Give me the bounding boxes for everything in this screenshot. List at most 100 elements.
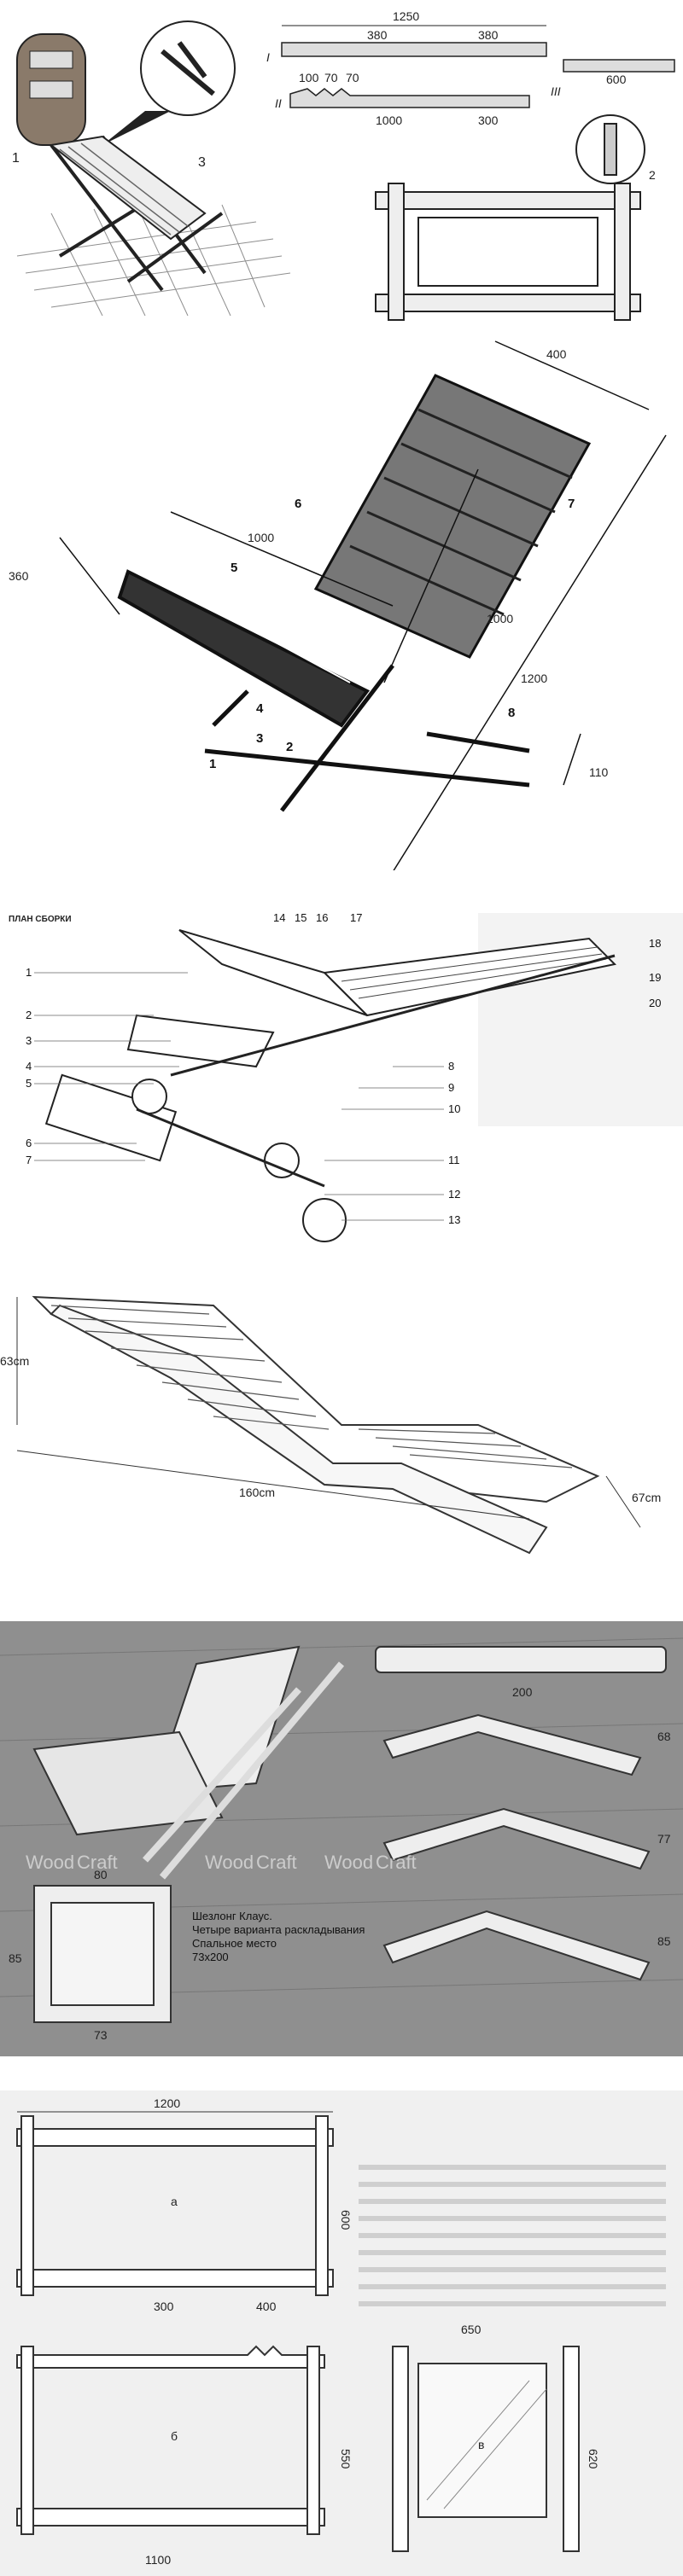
callout-number: 17 (350, 911, 362, 924)
figure-frame-drawings: 1200 600 а 300 400 б 550 1100 650 620 в (0, 2090, 683, 2576)
part-number: 7 (568, 497, 575, 511)
figure-lounger-sketch: 400 360 1000 1000 1200 110 1 2 3 4 5 6 7… (0, 324, 683, 870)
callout-number: 4 (26, 1060, 32, 1073)
frame-letter: б (171, 2429, 178, 2443)
dimension-label: 1000 (487, 612, 513, 625)
part-label: II (275, 96, 282, 110)
lounger-3d-illustration (44, 929, 617, 1242)
watermark: Wood (26, 1852, 74, 1873)
part-number: 4 (256, 701, 264, 716)
dimension-label: 600 (606, 73, 627, 86)
deckchair-illustration (49, 135, 224, 292)
lounger-caption: Шезлонг Клаус. Четыре варианта раскладыв… (192, 1910, 365, 1963)
dimension-label: 1200 (154, 2096, 180, 2110)
detail-1-illustration: 1 (12, 33, 86, 166)
figure-curved-lounger: 63cm 160cm 67cm (0, 1280, 683, 1570)
dimension-label: 300 (478, 113, 499, 127)
dimension-label: 200 (512, 1685, 533, 1699)
dimension-label: 1100 (145, 2553, 171, 2567)
dimension-label: 70 (324, 71, 338, 84)
callout-number: 10 (448, 1102, 460, 1115)
dimension-label: 1250 (393, 9, 419, 23)
dimension-label: 360 (9, 569, 29, 583)
dimension-label: 550 (339, 2449, 353, 2469)
callout-number: 19 (649, 971, 661, 984)
dimension-label: 300 (154, 2300, 174, 2313)
frame-assembly-drawing: 2 (375, 114, 656, 321)
figure-assembly-plan: ПЛАН СБОРКИ 1 2 3 4 5 6 7 8 9 10 11 12 1… (0, 904, 683, 1280)
assembly-plan-title: ПЛАН СБОРКИ (9, 915, 72, 924)
frame-b-drawing (16, 2345, 325, 2535)
part-number: 5 (231, 561, 237, 575)
callout-number: 12 (448, 1188, 460, 1201)
configuration-views (375, 1646, 667, 1981)
dimension-label: 400 (546, 347, 567, 361)
frame-v-drawing (392, 2346, 580, 2552)
dimension-label: 77 (657, 1832, 671, 1846)
dimension-label: 400 (256, 2300, 277, 2313)
frame-a-drawing (16, 2115, 334, 2296)
backrest-illustration (313, 374, 592, 659)
dimension-label: 80 (94, 1868, 108, 1881)
dimension-label: 1000 (376, 113, 402, 127)
callout-number: 5 (26, 1077, 32, 1090)
callout-number: 14 (273, 911, 285, 924)
dimension-label: 85 (9, 1951, 22, 1965)
part-II-drawing: 100 70 70 1000 300 II (275, 71, 530, 127)
dimension-label: 100 (299, 71, 319, 84)
part-number: 2 (286, 740, 293, 754)
callout-number: 16 (316, 911, 328, 924)
figure-cushioned-lounger: 200 68 77 85 80 85 73 Wood Craft Wood Cr… (0, 1621, 683, 2056)
dimension-label: 85 (657, 1934, 671, 1948)
caption-line: 73х200 (192, 1951, 229, 1963)
callout-number: 11 (448, 1154, 460, 1166)
callout-number: 2 (26, 1009, 32, 1021)
caption-line: Четыре варианта раскладывания (192, 1923, 365, 1936)
detail-3-illustration: 3 (102, 20, 236, 170)
dimension-label: 73 (94, 2028, 108, 2042)
curved-lounger-illustration (32, 1295, 600, 1555)
watermark: Craft (256, 1852, 297, 1873)
watermark: Wood (205, 1852, 254, 1873)
detail-label: 2 (649, 168, 656, 182)
dimension-label: 160cm (239, 1486, 275, 1499)
watermark: Craft (77, 1852, 118, 1873)
dimension-label: 1000 (248, 531, 274, 544)
dimension-label: 380 (478, 28, 499, 42)
seat-illustration (117, 569, 371, 728)
callout-number: 13 (448, 1213, 460, 1226)
part-number: 3 (256, 731, 263, 746)
watermark: Craft (376, 1852, 417, 1873)
watermark: Wood (324, 1852, 373, 1873)
callout-number: 7 (26, 1154, 32, 1166)
part-label: I (266, 50, 270, 64)
part-III-drawing: 600 III (551, 59, 675, 98)
callout-number: 1 (26, 966, 32, 979)
dimension-label: 620 (587, 2449, 600, 2469)
dimension-label: 63cm (0, 1354, 29, 1368)
callout-number: 9 (448, 1081, 454, 1094)
dimension-label: 70 (346, 71, 359, 84)
dimension-label: 650 (461, 2323, 482, 2336)
detail-label: 3 (198, 155, 206, 170)
cushion-lounger-illustration (32, 1645, 345, 1880)
dimension-label: 380 (367, 28, 388, 42)
frame-letter: а (171, 2195, 178, 2208)
dimension-label: 67cm (632, 1491, 661, 1504)
callout-number: 18 (649, 937, 661, 950)
part-number: 8 (508, 706, 515, 720)
callout-number: 20 (649, 997, 661, 1009)
dimension-label: 1200 (521, 672, 547, 685)
detail-label: 1 (12, 151, 20, 166)
dimension-label: 600 (339, 2210, 353, 2230)
part-number: 6 (295, 497, 301, 511)
caption-line: Шезлонг Клаус. (192, 1910, 272, 1922)
part-I-drawing: 1250 380 380 I (266, 9, 547, 64)
legs-illustration (204, 664, 530, 812)
figure-deckchair-parts: 1 3 1250 380 380 I 100 70 70 1000 300 II… (0, 0, 683, 324)
dimension-label: 68 (657, 1730, 671, 1743)
front-view-illustration (33, 1885, 172, 2023)
caption-line: Спальное место (192, 1937, 277, 1950)
dimension-label: 110 (589, 765, 609, 779)
callout-number: 6 (26, 1137, 32, 1149)
